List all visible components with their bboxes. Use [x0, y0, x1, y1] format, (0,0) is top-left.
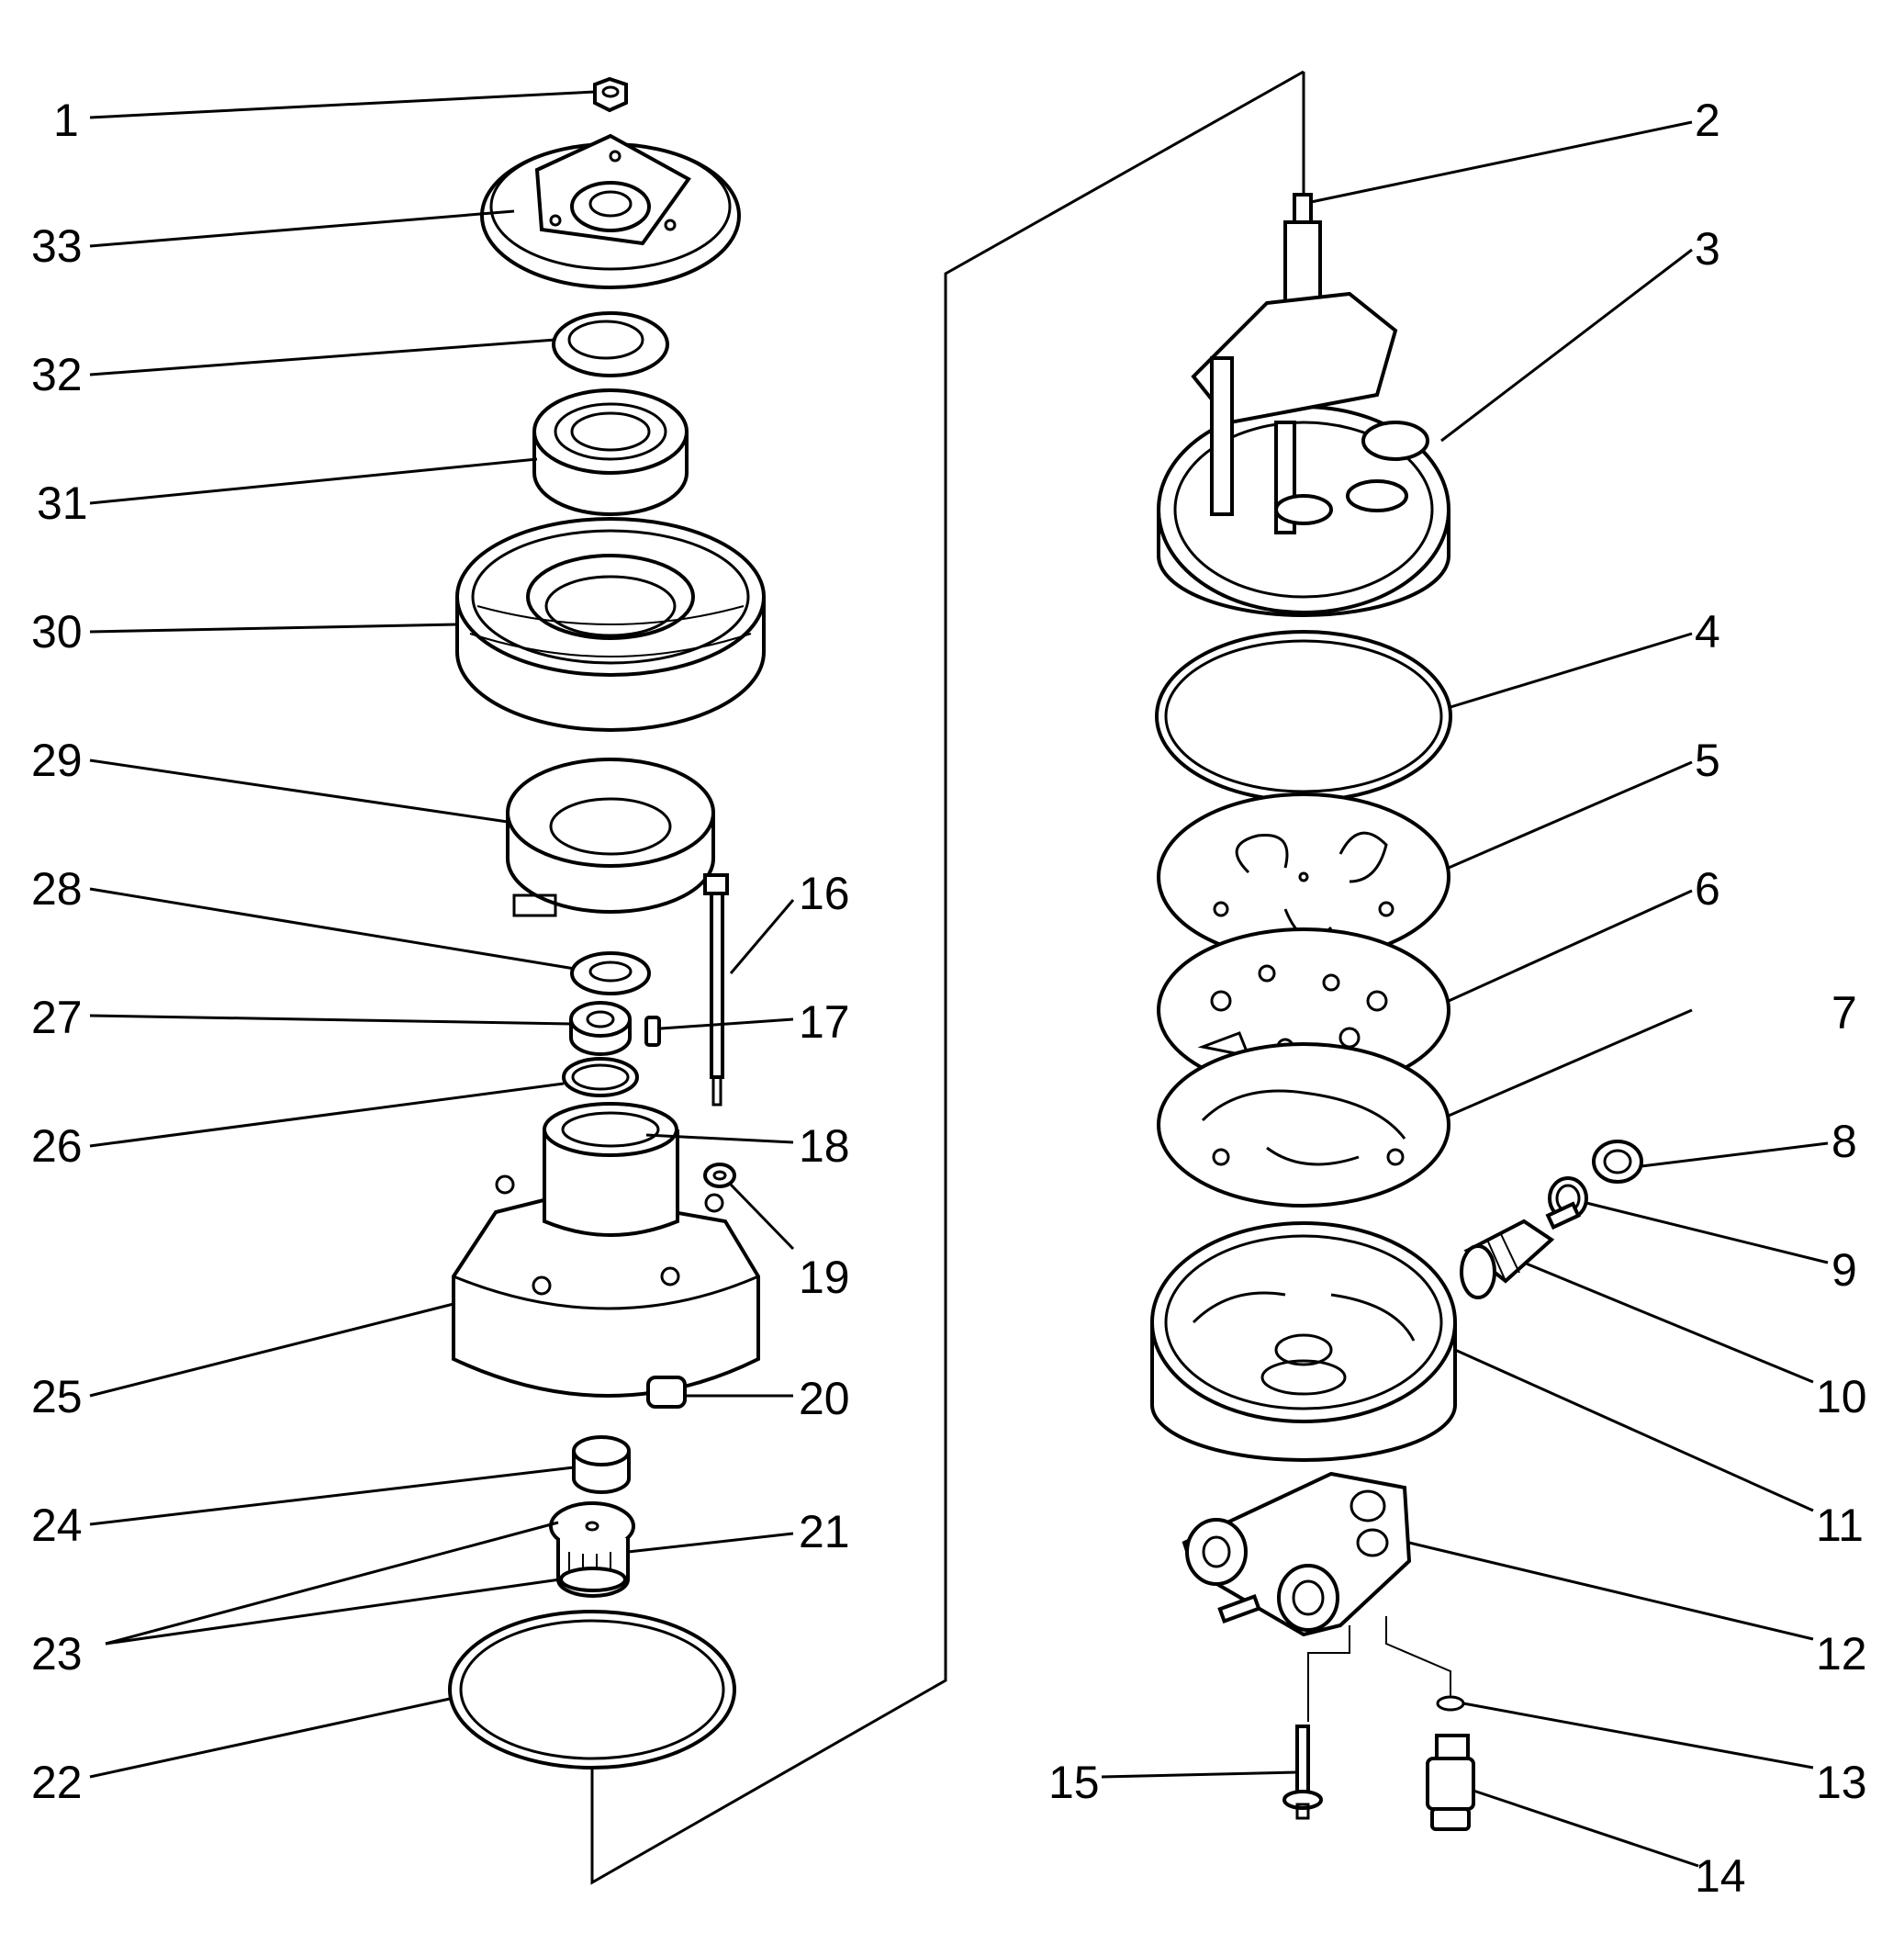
- part-19-nut: [703, 1163, 736, 1188]
- callout-29: 29: [31, 735, 83, 786]
- callout-5: 5: [1695, 735, 1720, 786]
- part-22-o-ring: [448, 1610, 736, 1770]
- leader-lines: [89, 90, 1829, 1868]
- callout-31: 31: [37, 478, 88, 529]
- callout-9: 9: [1831, 1244, 1857, 1296]
- callout-22: 22: [31, 1757, 83, 1808]
- part-13-o-ring: [1436, 1695, 1465, 1712]
- part-10-relief-valve: [1460, 1201, 1581, 1299]
- callout-16: 16: [799, 868, 850, 919]
- callout-17: 17: [799, 996, 850, 1048]
- callout-3: 3: [1695, 223, 1720, 275]
- callout-1: 1: [53, 95, 79, 146]
- part-29-field-coil: [506, 758, 715, 917]
- callout-labels: 1 2 3 4 5 6 7 8 9 10 11 12 13 14 15 16 1…: [31, 95, 1867, 1902]
- callout-11: 11: [1816, 1500, 1864, 1551]
- part-25-front-head: [452, 1102, 760, 1409]
- part-31-bearing: [532, 388, 689, 516]
- callout-24: 24: [31, 1500, 83, 1551]
- part-7-gasket: [1157, 1042, 1450, 1208]
- part-28-snap-ring: [570, 951, 651, 995]
- callout-8: 8: [1831, 1116, 1857, 1167]
- callout-15: 15: [1048, 1757, 1100, 1808]
- callout-32: 32: [31, 349, 83, 400]
- part-4-o-ring: [1155, 630, 1452, 803]
- part-11-rear-head: [1150, 1221, 1457, 1462]
- callout-23: 23: [31, 1628, 83, 1680]
- part-30-pulley: [455, 517, 766, 732]
- part-27-seal: [569, 1001, 632, 1056]
- part-32-shim: [552, 311, 669, 377]
- callout-12: 12: [1816, 1628, 1867, 1680]
- part-21-valve: [549, 1501, 635, 1598]
- callout-21: 21: [799, 1506, 850, 1557]
- callout-14: 14: [1695, 1850, 1746, 1902]
- part-24-bushing: [572, 1435, 631, 1494]
- part-16-bolt: [703, 873, 729, 1107]
- callout-25: 25: [31, 1371, 83, 1422]
- callout-20: 20: [799, 1373, 850, 1424]
- part-26-o-ring: [562, 1057, 639, 1097]
- callout-27: 27: [31, 992, 83, 1043]
- part-17-key: [644, 1016, 661, 1047]
- callout-18: 18: [799, 1120, 850, 1172]
- axis-connectors: [1307, 1616, 1451, 1722]
- part-33-clutch-plate: [480, 133, 741, 289]
- part-1-nut: [593, 76, 628, 113]
- callout-2: 2: [1695, 95, 1720, 146]
- callout-7: 7: [1831, 987, 1857, 1039]
- callout-4: 4: [1695, 606, 1720, 657]
- callout-33: 33: [31, 220, 83, 272]
- callout-13: 13: [1816, 1757, 1867, 1808]
- callout-19: 19: [799, 1252, 850, 1303]
- part-14-pressure-switch: [1426, 1734, 1475, 1831]
- callout-28: 28: [31, 863, 83, 915]
- callout-30: 30: [31, 606, 83, 657]
- callout-6: 6: [1695, 863, 1720, 915]
- part-15-bolt: [1282, 1725, 1323, 1820]
- callout-10: 10: [1816, 1371, 1867, 1422]
- part-12-manifold: [1182, 1471, 1412, 1637]
- part-3-cylinder: [1157, 291, 1450, 617]
- part-8-snap-ring: [1592, 1140, 1643, 1184]
- callout-26: 26: [31, 1120, 83, 1172]
